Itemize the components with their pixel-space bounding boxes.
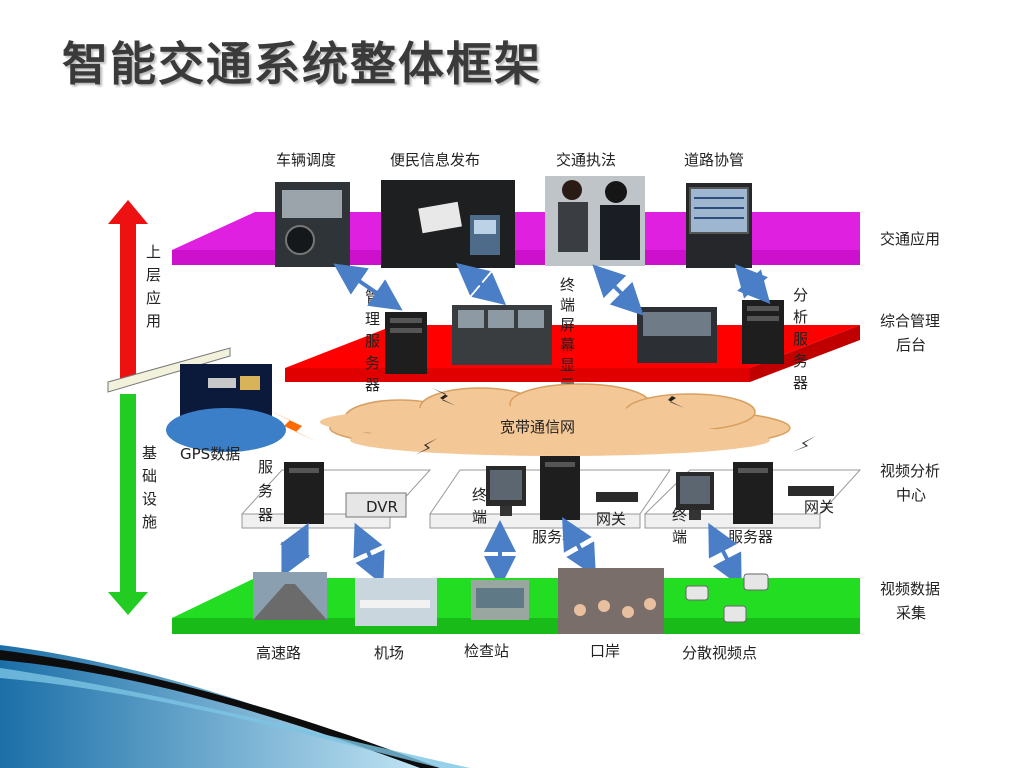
upper-axis-char-0: 上 [146, 243, 161, 261]
photo-traffic-enforcement [545, 176, 645, 266]
video-server-mid-icon [540, 456, 580, 520]
gps-signal-icon [268, 410, 318, 442]
app-item-1: 便民信息发布 [390, 151, 480, 169]
analysis-server-char-0: 分 [793, 286, 808, 304]
layer-label-mgmt-line1: 综合管理 [880, 312, 940, 330]
lower-axis-char-1: 础 [142, 467, 157, 485]
app-item-2: 交通执法 [556, 151, 616, 169]
analysis-server-char-2: 服 [793, 330, 808, 348]
photo-checkpoint [471, 580, 529, 620]
terminal-2-char-0: 终 [672, 506, 687, 524]
layer-label-collect-line2: 采集 [896, 604, 926, 622]
photo-control-room-1 [452, 305, 552, 365]
dvr-device-icon [345, 492, 407, 518]
server-left-char-0: 服 [258, 458, 273, 476]
terminal-1-char-1: 端 [472, 508, 487, 526]
terminal-monitor-1-icon [486, 466, 526, 516]
collect-item-4: 分散视频点 [682, 644, 757, 662]
server-left-char-1: 务 [258, 482, 273, 500]
photo-port [558, 568, 664, 634]
collect-item-2: 检查站 [464, 642, 509, 660]
left-axis-arrow [107, 200, 231, 615]
photo-gps-satellite [166, 364, 286, 452]
camera-icons [685, 573, 769, 623]
terminal-1-char-0: 终 [472, 486, 487, 504]
video-server-left-icon [284, 462, 324, 524]
layer-label-collect-line1: 视频数据 [880, 580, 940, 598]
collect-item-0: 高速路 [256, 644, 301, 662]
terminal-display-char-4: 显 [560, 356, 575, 374]
mgmt-server-char-4: 器 [365, 376, 380, 394]
analysis-server-char-4: 器 [793, 374, 808, 392]
terminal-display-char-2: 屏 [560, 316, 575, 334]
link-arrows-upper [333, 262, 771, 316]
lower-axis-char-2: 设 [142, 490, 157, 508]
lower-axis-char-0: 基 [142, 444, 157, 462]
server-right-label: 服务器 [728, 528, 773, 546]
link-arrows-lower [279, 517, 742, 588]
analysis-server-char-1: 析 [793, 308, 808, 326]
layer-label-mgmt-line2: 后台 [896, 336, 926, 354]
photo-control-room-2 [637, 307, 717, 363]
gateway-1-icon [596, 492, 638, 502]
gateway-2-label: 网关 [804, 498, 834, 516]
terminal-monitor-2-icon [676, 472, 714, 520]
terminal-display-char-1: 端 [560, 296, 575, 314]
app-item-3: 道路协管 [684, 151, 744, 169]
upper-axis-char-2: 应 [146, 289, 161, 307]
layer-label-video-line1: 视频分析 [880, 462, 940, 480]
photo-airport [355, 578, 437, 626]
layer-label-video-line2: 中心 [896, 486, 926, 504]
photo-vehicle-dispatch [275, 182, 350, 267]
terminal-display-char-3: 幕 [560, 336, 575, 354]
gateway-2-icon [788, 486, 834, 496]
mgmt-server-char-2: 服 [365, 332, 380, 350]
photo-info-release [381, 180, 515, 268]
server-left-char-2: 器 [258, 506, 273, 524]
upper-axis-char-3: 用 [146, 312, 161, 330]
network-cloud [320, 383, 791, 456]
analysis-server-icon [742, 300, 784, 364]
terminal-display-char-0: 终 [560, 276, 575, 294]
mgmt-server-char-3: 务 [365, 354, 380, 372]
app-item-0: 车辆调度 [276, 151, 336, 169]
footer-wave [0, 645, 470, 768]
lower-axis-char-3: 施 [142, 513, 157, 531]
page-title: 智能交通系统整体框架 [62, 37, 542, 91]
wireless-link-icons [415, 388, 816, 455]
collect-item-3: 口岸 [590, 642, 620, 660]
collect-item-1: 机场 [374, 644, 404, 662]
mgmt-server-icon [385, 312, 427, 374]
photo-road-coordination [686, 183, 752, 268]
photo-highway [253, 572, 327, 620]
analysis-server-char-3: 务 [793, 352, 808, 370]
terminal-2-char-1: 端 [672, 528, 687, 546]
dvr-label: DVR [366, 498, 398, 516]
gps-label: GPS数据 [180, 445, 240, 463]
video-server-right-icon [733, 462, 773, 524]
mgmt-server-char-1: 理 [365, 310, 380, 328]
network-label: 宽带通信网 [500, 418, 575, 436]
upper-axis-char-1: 层 [146, 266, 161, 284]
layer-label-app: 交通应用 [880, 230, 940, 248]
gateway-1-label: 网关 [596, 510, 626, 528]
